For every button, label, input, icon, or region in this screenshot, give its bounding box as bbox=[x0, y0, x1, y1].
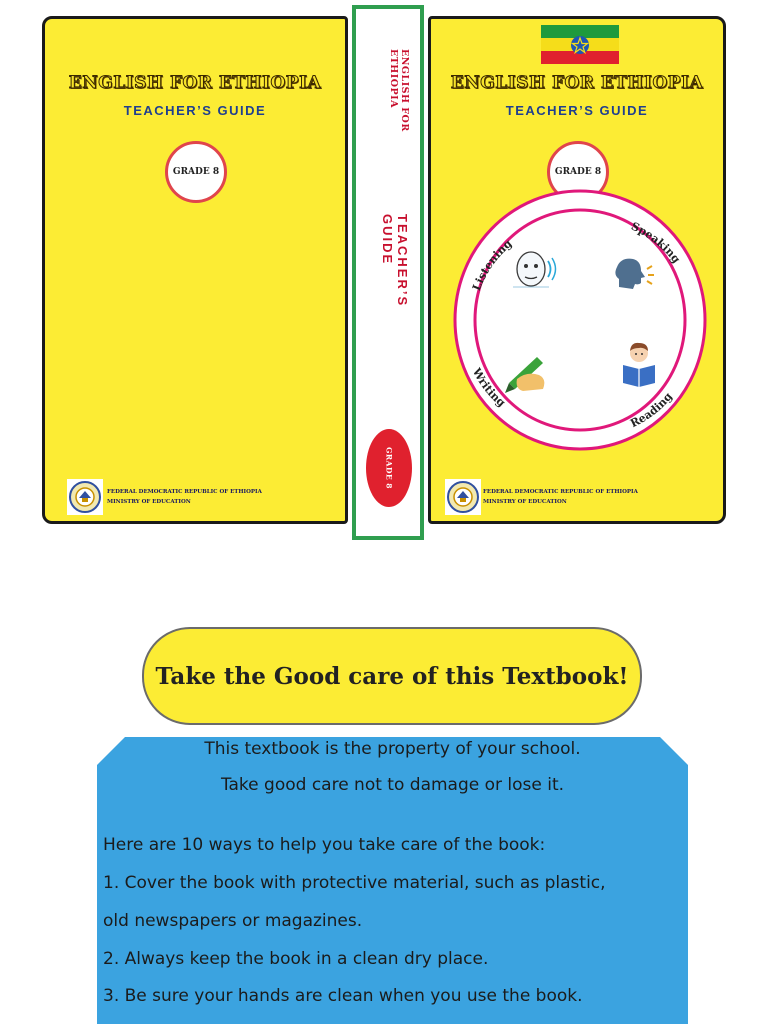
front-cover-title: ENGLISH FOR ETHIOPIA bbox=[450, 73, 704, 94]
ministry-line-2: MINISTRY OF EDUCATION bbox=[107, 499, 191, 505]
back-cover-subtitle: TEACHER’S GUIDE bbox=[123, 103, 267, 118]
ethiopian-flag-icon bbox=[541, 25, 619, 64]
writing-icon bbox=[505, 357, 545, 393]
book-spine: ENGLISH FOR ETHIOPIA TEACHER’S GUIDE GRA… bbox=[352, 5, 424, 540]
notice-item-1a: 1. Cover the book with protective materi… bbox=[103, 873, 606, 893]
care-notice-panel: This textbook is the property of your sc… bbox=[97, 737, 688, 1024]
reading-icon bbox=[623, 342, 655, 387]
language-skills-circle: Listening Speaking Writing Reading bbox=[453, 189, 707, 451]
front-cover-grade-label: GRADE 8 bbox=[554, 167, 602, 177]
ministry-line-1: FEDERAL DEMOCRATIC REPUBLIC OF ETHIOPIA bbox=[107, 489, 262, 495]
front-cover-subtitle: TEACHER’S GUIDE bbox=[505, 103, 649, 118]
ministry-line-2: MINISTRY OF EDUCATION bbox=[483, 499, 567, 505]
ministry-line-1: FEDERAL DEMOCRATIC REPUBLIC OF ETHIOPIA bbox=[483, 489, 638, 495]
speaking-icon bbox=[615, 258, 654, 289]
back-cover-title: ENGLISH FOR ETHIOPIA bbox=[68, 73, 322, 94]
front-cover-ministry: FEDERAL DEMOCRATIC REPUBLIC OF ETHIOPIA … bbox=[483, 487, 638, 507]
ministry-emblem-icon bbox=[67, 479, 103, 515]
back-cover-grade-label: GRADE 8 bbox=[172, 167, 220, 177]
spine-subtitle: TEACHER’S GUIDE bbox=[380, 214, 410, 308]
front-cover: ENGLISH FOR ETHIOPIA TEACHER’S GUIDE GRA… bbox=[428, 16, 726, 524]
listening-icon bbox=[513, 251, 557, 288]
back-cover-grade-badge: GRADE 8 bbox=[165, 141, 227, 203]
notice-intro-line-1: This textbook is the property of your sc… bbox=[204, 739, 581, 759]
notice-item-1b: old newspapers or magazines. bbox=[103, 911, 363, 931]
care-banner-title: Take the Good care of this Textbook! bbox=[155, 662, 629, 690]
spine-title: ENGLISH FOR ETHIOPIA bbox=[388, 49, 410, 132]
notice-intro-line-2: Take good care not to damage or lose it. bbox=[220, 775, 565, 795]
back-cover-ministry: FEDERAL DEMOCRATIC REPUBLIC OF ETHIOPIA … bbox=[107, 487, 262, 507]
spine-grade-label: GRADE 8 bbox=[384, 446, 394, 489]
care-banner: Take the Good care of this Textbook! bbox=[142, 627, 642, 725]
back-cover: ENGLISH FOR ETHIOPIA TEACHER’S GUIDE GRA… bbox=[42, 16, 348, 524]
notice-item-3: 3. Be sure your hands are clean when you… bbox=[103, 986, 583, 1006]
spine-grade-badge: GRADE 8 bbox=[366, 429, 412, 507]
ministry-emblem-icon bbox=[445, 479, 481, 515]
notice-lead: Here are 10 ways to help you take care o… bbox=[103, 835, 546, 855]
notice-item-2: 2. Always keep the book in a clean dry p… bbox=[103, 949, 489, 969]
